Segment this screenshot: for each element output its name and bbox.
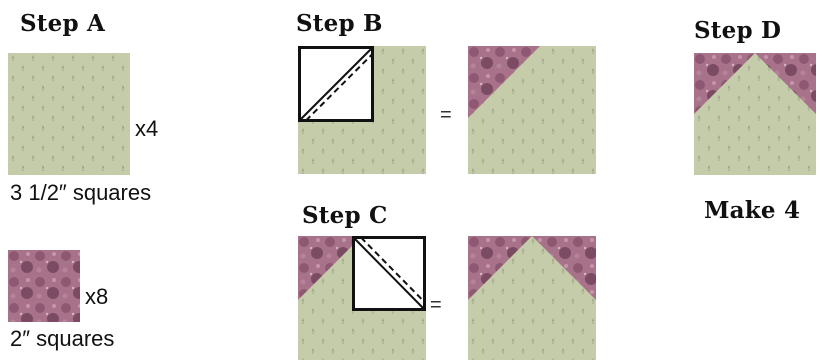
step-c-result (468, 236, 596, 360)
step-c-equals: = (430, 294, 442, 316)
corner-triangle-left (694, 53, 755, 114)
small-square-quantity: x8 (85, 284, 109, 309)
step-b-title: Step B (296, 10, 383, 37)
step-b-result (468, 46, 596, 174)
step-b-placement-diagram (298, 46, 426, 174)
corner-triangle-right (755, 53, 816, 114)
corner-triangle-left (468, 236, 532, 300)
step-c-title: Step C (302, 202, 388, 229)
small-square-caption: 2″ squares (10, 326, 115, 351)
background-square-large (8, 53, 130, 175)
print-square-small (8, 250, 80, 322)
trim-line (298, 46, 374, 122)
corner-triangle-left (468, 46, 540, 118)
trim-line (352, 236, 426, 311)
sewing-line (360, 236, 426, 303)
step-b-equals: = (440, 104, 452, 126)
flying-geese-unit (694, 53, 816, 175)
step-d-title: Step D (694, 17, 782, 44)
large-square-caption: 3 1/2″ squares (10, 180, 152, 205)
step-a-title: Step A (20, 10, 106, 37)
sewing-line (305, 53, 374, 122)
step-c-placement-diagram (298, 236, 426, 360)
large-square-quantity: x4 (135, 116, 159, 141)
corner-triangle-left (298, 236, 362, 300)
corner-triangle-right (532, 236, 596, 300)
make-quantity-caption: Make 4 (704, 197, 801, 224)
